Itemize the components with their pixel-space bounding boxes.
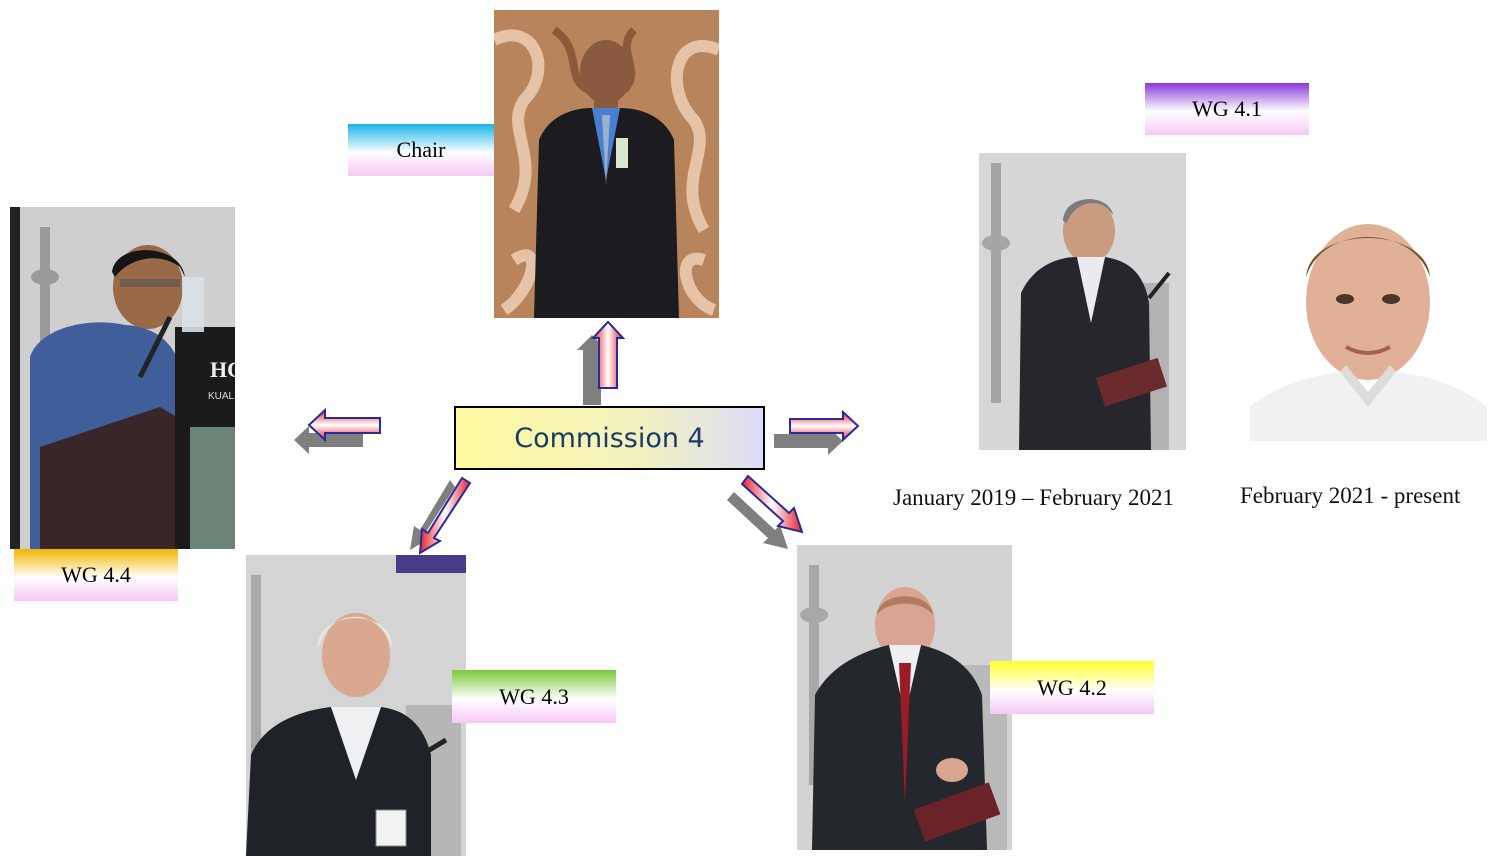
arrow-left-to-wg44-icon (294, 407, 381, 454)
wg42-label-text: WG 4.2 (1037, 674, 1107, 700)
wg43-label: WG 4.3 (452, 670, 616, 723)
chair-label-text: Chair (396, 137, 446, 162)
wg41-label-text: WG 4.1 (1192, 96, 1262, 121)
arrow-down-right-to-wg42-icon (727, 474, 804, 549)
wg44-photo: HO KUAL (10, 207, 235, 549)
wg43-photo (246, 555, 466, 856)
wg41-current-photo (1250, 207, 1487, 441)
wg43-label-text: WG 4.3 (499, 683, 569, 709)
wg44-label: WG 4.4 (14, 549, 178, 601)
wg44-label-text: WG 4.4 (61, 562, 131, 587)
wg42-photo (797, 545, 1012, 850)
chair-label: Chair (348, 124, 494, 176)
arrow-right-to-wg41-icon (774, 409, 860, 455)
commission-4-label: Commission 4 (514, 422, 705, 454)
wg41-previous-photo (979, 153, 1186, 450)
svg-text:KUAL: KUAL (208, 391, 235, 402)
wg41-previous-term: January 2019 – February 2021 (893, 485, 1175, 510)
wg42-label: WG 4.2 (990, 661, 1154, 714)
chair-photo (494, 10, 719, 318)
wg41-label: WG 4.1 (1145, 83, 1309, 135)
commission-4-box: Commission 4 (454, 406, 765, 470)
wg41-current-term: February 2021 - present (1240, 483, 1461, 508)
svg-text:HO: HO (210, 357, 235, 382)
arrow-down-left-to-wg43-icon (410, 476, 472, 555)
arrow-up-to-chair-icon (577, 320, 626, 405)
